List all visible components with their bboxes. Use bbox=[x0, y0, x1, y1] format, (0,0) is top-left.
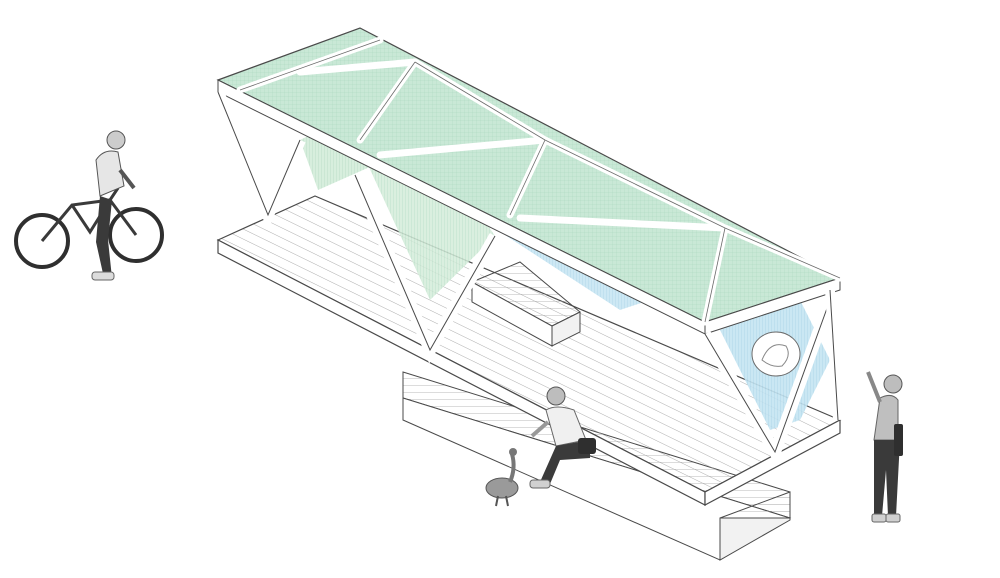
front-frame bbox=[212, 89, 843, 466]
interior-bench bbox=[470, 261, 581, 347]
cyclist-figure bbox=[14, 130, 164, 281]
roof-truss-outline bbox=[239, 39, 841, 323]
mural-relief bbox=[751, 331, 801, 377]
goose-figure bbox=[485, 448, 519, 507]
standing-photographer-figure bbox=[866, 371, 903, 523]
seated-person-figure bbox=[529, 386, 596, 489]
